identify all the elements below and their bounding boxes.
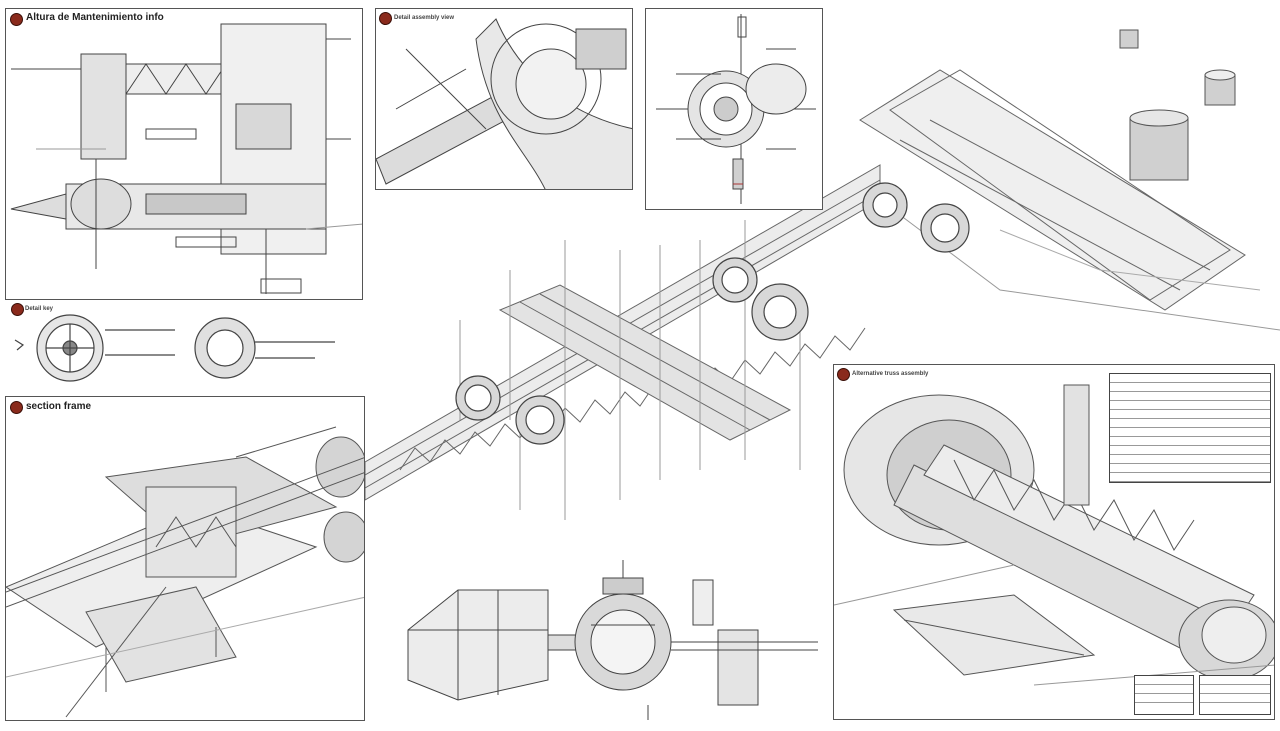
truss-assembly-drawing — [834, 384, 1274, 686]
detail-assembly-drawing — [376, 18, 632, 189]
spec-table — [1109, 373, 1271, 483]
panel-top-mid-label: Detail assembly view — [394, 15, 455, 21]
panel-left-mid-label: Detail key — [25, 306, 54, 312]
panel-left-bottom: section frame — [5, 396, 365, 721]
title-block — [1134, 675, 1194, 715]
panel-badge-icon — [10, 13, 23, 26]
panel-left-bottom-label: section frame — [26, 401, 92, 412]
panel-top-right-detail — [645, 8, 823, 210]
bottom-section-drawing — [407, 560, 818, 720]
panel-right-bottom: Alternative truss assembly — [833, 364, 1275, 720]
panel-top-left: Altura de Mantenimiento info — [5, 8, 363, 300]
circular-section-drawing — [656, 14, 816, 204]
panel-badge-icon — [379, 12, 392, 25]
panel-left-mid: Detail key — [5, 300, 363, 392]
panel-top-mid: Detail assembly view — [375, 8, 633, 190]
panel-badge-icon — [10, 401, 23, 414]
panel-badge-icon — [837, 368, 850, 381]
section-frame-drawing — [6, 426, 364, 718]
panel-bottom-mid — [398, 550, 823, 725]
title-block-secondary — [1199, 675, 1271, 715]
panel-right-bottom-label: Alternative truss assembly — [852, 371, 929, 377]
panel-badge-icon — [11, 303, 24, 316]
key-circles-drawing — [14, 314, 335, 382]
elevation-drawing — [10, 23, 362, 294]
panel-top-left-label: Altura de Mantenimiento info — [26, 12, 164, 23]
